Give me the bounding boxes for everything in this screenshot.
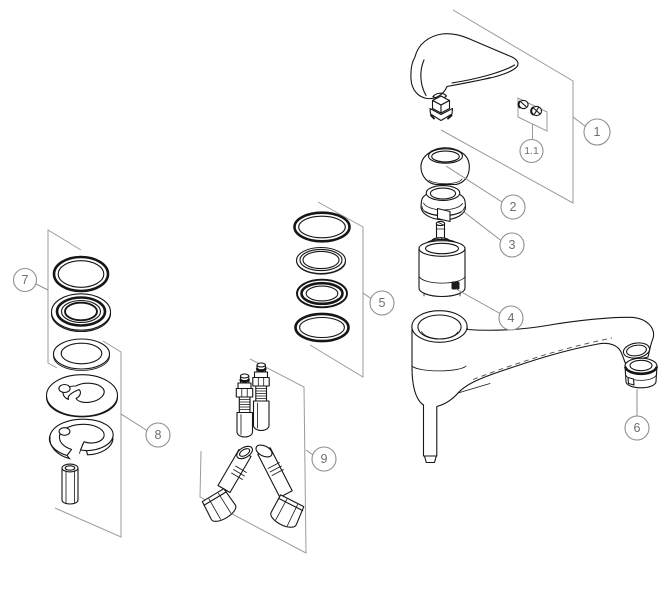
callout-3[interactable]: 3 <box>499 232 525 258</box>
bearing-ring <box>50 293 112 332</box>
callout-6[interactable]: 6 <box>624 415 650 441</box>
mounting-ring <box>420 185 467 223</box>
callout-5-label[interactable]: 5 <box>379 296 386 310</box>
callout-9[interactable]: 9 <box>311 446 337 472</box>
callout-7-label[interactable]: 7 <box>22 273 29 287</box>
group-boundary-planes <box>47 9 574 554</box>
callout-4[interactable]: 4 <box>498 305 524 331</box>
callout-1[interactable]: 1 <box>583 118 611 146</box>
o-ring-kit <box>293 211 351 343</box>
boundary-plane-group5 <box>309 201 364 378</box>
leader-9 <box>305 449 314 456</box>
hose-lower-right <box>255 444 305 528</box>
boundary-plane-group8 <box>54 340 122 538</box>
leader-3 <box>463 211 502 241</box>
leader-1 <box>572 116 586 127</box>
dome-cap <box>420 147 470 186</box>
callout-7[interactable]: 7 <box>12 267 38 293</box>
callout-balloons: 1 1.1 2 3 4 5 6 7 <box>12 118 650 472</box>
handle-lever <box>410 33 519 100</box>
aerator <box>624 357 658 389</box>
leader-5 <box>362 292 372 299</box>
horseshoe-washer <box>48 418 114 460</box>
callout-5[interactable]: 5 <box>369 290 395 316</box>
base-plate <box>45 374 119 418</box>
callout-1-1-label[interactable]: 1.1 <box>524 145 539 157</box>
callout-8-label[interactable]: 8 <box>155 428 162 442</box>
boundary-plane-group9 <box>199 358 307 554</box>
leader-2 <box>445 165 503 203</box>
callout-1-1[interactable]: 1.1 <box>519 138 544 164</box>
callout-3-label[interactable]: 3 <box>509 238 516 252</box>
leader-lines <box>35 116 638 456</box>
boundary-plane-group1 <box>440 9 574 204</box>
callout-1-label[interactable]: 1 <box>594 125 601 139</box>
callout-2-label[interactable]: 2 <box>510 200 517 214</box>
callout-6-label[interactable]: 6 <box>634 421 641 435</box>
callout-8[interactable]: 8 <box>145 422 171 448</box>
grub-screws <box>517 99 543 117</box>
o-ring-top <box>52 255 110 293</box>
callout-9-label[interactable]: 9 <box>321 452 328 466</box>
handle-screw-adapter <box>429 95 454 122</box>
gasket-ring <box>52 338 111 371</box>
callout-2[interactable]: 2 <box>500 194 526 220</box>
supply-hoses <box>201 362 305 528</box>
hose-upper-left <box>235 373 254 438</box>
callout-4-label[interactable]: 4 <box>508 311 515 325</box>
cartridge <box>418 220 466 298</box>
hose-upper-right <box>252 362 270 432</box>
leader-4 <box>455 288 501 314</box>
spacer-sleeve <box>61 463 79 505</box>
hose-lower-left <box>201 445 253 522</box>
faucet-body-spout <box>411 310 655 464</box>
boundary-plane-group7 <box>47 229 82 369</box>
leader-7 <box>35 283 49 291</box>
leader-8 <box>120 413 148 431</box>
